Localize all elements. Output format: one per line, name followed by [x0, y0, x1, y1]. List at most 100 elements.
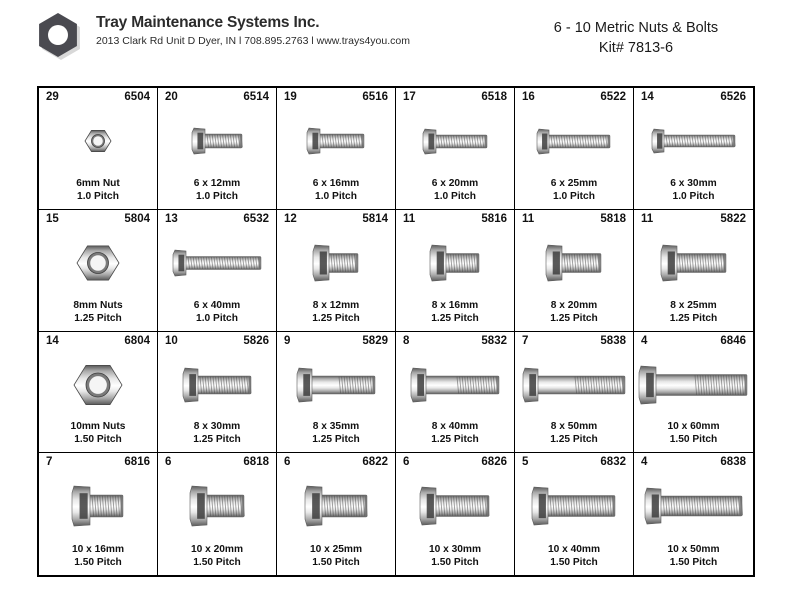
- part-cell[interactable]: 7 6816 10 x 16mm 1.50 Pitch: [39, 453, 158, 575]
- part-size-label: 10 x 16mm: [71, 544, 125, 555]
- part-pitch-label: 1.25 Pitch: [312, 312, 360, 324]
- part-size-label: 10 x 20mm: [190, 544, 244, 555]
- part-cell-header: 12 5814: [277, 213, 395, 225]
- hex-bolt-icon: [634, 475, 753, 537]
- part-pitch-label: 1.50 Pitch: [74, 557, 122, 568]
- part-size-label: 6 x 20mm: [431, 177, 479, 189]
- hex-bolt-icon: [634, 110, 753, 172]
- part-quantity: 7: [46, 456, 53, 469]
- part-cell-header: 11 5816: [396, 213, 514, 225]
- hex-bolt-icon: [515, 110, 633, 172]
- part-cell[interactable]: 6 6818 10 x 20mm 1.50 Pitch: [158, 453, 277, 575]
- part-pitch-label: 1.50 Pitch: [550, 557, 598, 568]
- part-number: 5838: [600, 334, 626, 347]
- part-quantity: 11: [522, 212, 535, 225]
- part-number: 6518: [481, 91, 507, 103]
- part-quantity: 8: [403, 334, 410, 347]
- part-size-label: 8 x 40mm: [431, 421, 479, 433]
- part-number: 6838: [720, 456, 746, 469]
- part-quantity: 5: [522, 456, 529, 469]
- part-quantity: 6: [165, 456, 172, 469]
- part-quantity: 19: [284, 91, 297, 103]
- part-cell-footer: 10 x 20mm 1.50 Pitch: [158, 543, 276, 569]
- hex-bolt-icon: [158, 232, 276, 294]
- part-pitch-label: 1.50 Pitch: [193, 557, 241, 568]
- hex-nut-icon: [39, 232, 157, 294]
- part-quantity: 11: [641, 212, 654, 225]
- part-pitch-label: 1.0 Pitch: [196, 312, 238, 324]
- hex-bolt-icon: [158, 110, 276, 172]
- part-number: 6514: [243, 91, 269, 103]
- hex-nut-icon: [39, 110, 157, 172]
- hex-bolt-icon: [515, 232, 633, 294]
- part-size-label: 8 x 30mm: [193, 421, 241, 433]
- part-quantity: 12: [284, 212, 297, 225]
- part-number: 5832: [481, 334, 507, 347]
- part-cell-footer: 10 x 30mm 1.50 Pitch: [396, 543, 514, 569]
- part-quantity: 10: [165, 334, 178, 347]
- part-number: 5814: [362, 212, 388, 225]
- part-size-label: 8 x 16mm: [431, 299, 479, 311]
- part-quantity: 11: [403, 212, 416, 225]
- part-quantity: 7: [522, 334, 529, 347]
- part-number: 6832: [600, 456, 626, 469]
- part-number: 6526: [720, 91, 746, 103]
- part-number: 6818: [243, 456, 269, 469]
- part-pitch-label: 1.0 Pitch: [672, 190, 715, 202]
- hex-bolt-icon: [277, 232, 395, 294]
- hex-bolt-icon: [634, 232, 753, 294]
- part-quantity: 29: [46, 91, 59, 103]
- part-quantity: 16: [522, 91, 535, 103]
- part-pitch-label: 1.25 Pitch: [550, 434, 598, 446]
- part-number: 6504: [124, 91, 150, 103]
- part-size-label: 10mm Nuts: [70, 421, 126, 433]
- hex-bolt-icon: [396, 354, 514, 416]
- part-quantity: 4: [641, 456, 648, 469]
- part-size-label: 10 x 60mm: [667, 421, 720, 433]
- part-number: 5816: [481, 212, 507, 225]
- part-size-label: 10 x 30mm: [428, 544, 482, 555]
- part-quantity: 17: [403, 91, 416, 103]
- hex-bolt-icon: [396, 110, 514, 172]
- part-pitch-label: 1.50 Pitch: [431, 557, 479, 568]
- part-number: 6822: [362, 456, 388, 469]
- company-address: 2013 Clark Rd Unit D Dyer, IN l 708.895.…: [96, 35, 410, 47]
- part-number: 6816: [124, 456, 150, 469]
- hex-bolt-icon: [396, 475, 514, 537]
